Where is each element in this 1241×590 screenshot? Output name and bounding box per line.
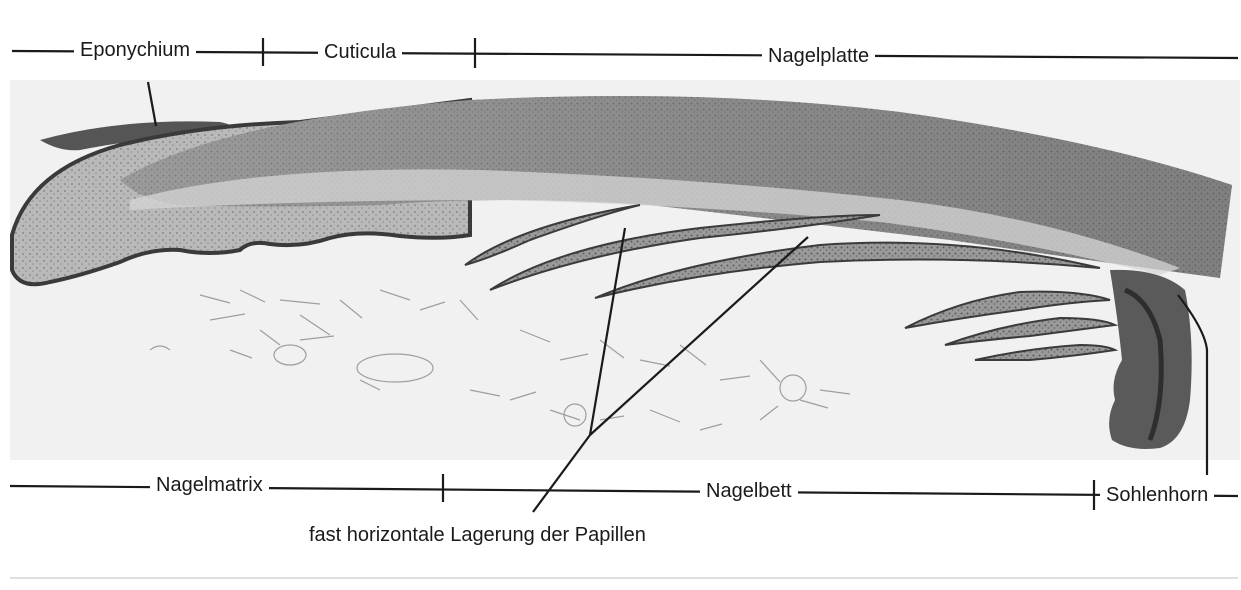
label-nagelplatte: Nagelplatte — [762, 44, 875, 68]
label-cuticula: Cuticula — [318, 40, 402, 64]
label-eponychium: Eponychium — [74, 38, 196, 62]
label-nagelmatrix: Nagelmatrix — [150, 473, 269, 497]
label-nagelbett: Nagelbett — [700, 479, 798, 503]
label-sohlenhorn: Sohlenhorn — [1100, 483, 1214, 507]
caption-papillen: fast horizontale Lagerung der Papillen — [303, 523, 652, 547]
